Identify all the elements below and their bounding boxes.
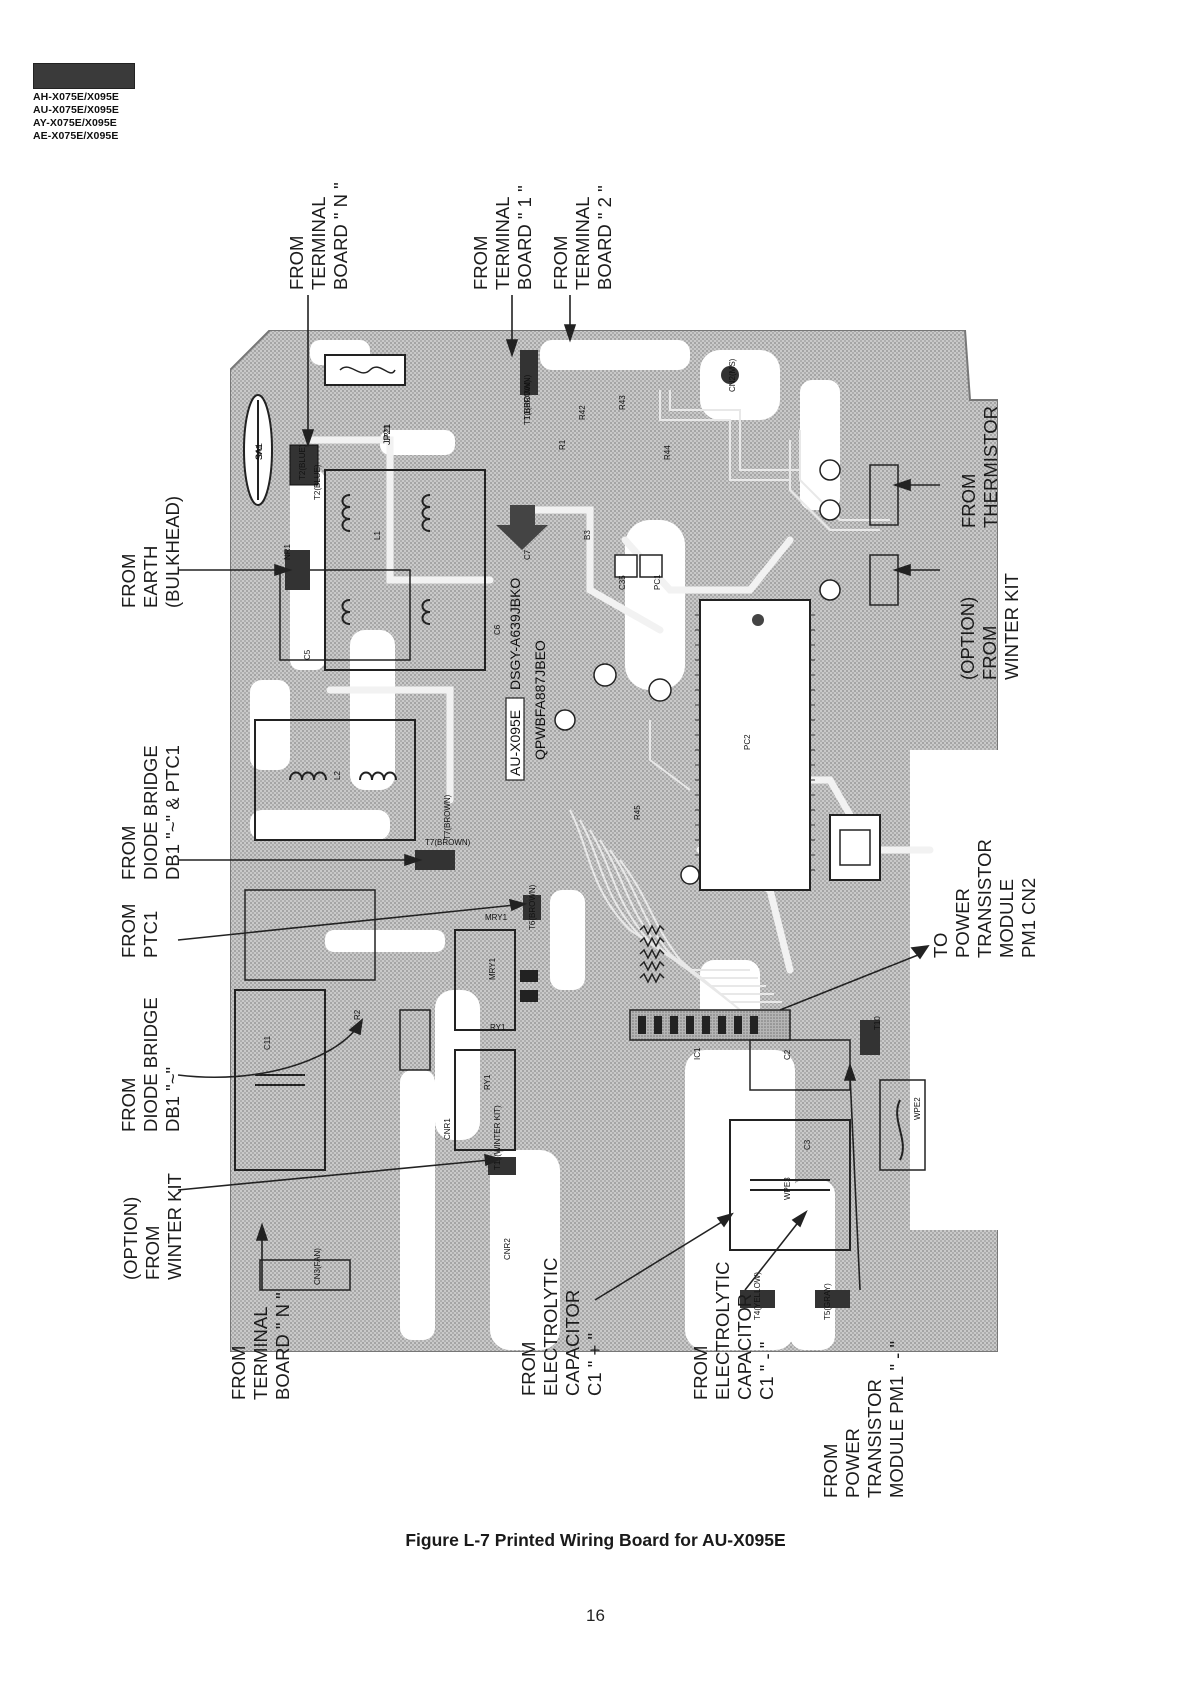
component-label: PC2 [743, 734, 752, 750]
component-label: B3 [583, 530, 592, 540]
callout-option-winter-kit-left: (OPTION) FROM WINTER KIT [120, 1173, 185, 1280]
pcb-drawing: SA1 T2(BLUE) T1(BROWN) JP21 [230, 330, 998, 1352]
callout-ptc1: FROM PTC1 [118, 903, 161, 958]
component-label: C2 [783, 1049, 792, 1060]
header-bar [33, 63, 135, 89]
component-label: MRY1 [488, 957, 497, 980]
component-label: CNR2 [503, 1238, 512, 1260]
callout-terminal-2: FROM TERMINAL BOARD " 2 " [550, 185, 615, 290]
component-label: C3 [803, 1139, 812, 1150]
component-label: CNR1 [443, 1118, 452, 1140]
component-label: WPE2 [913, 1097, 922, 1120]
component-label: C7 [523, 549, 532, 560]
printed-wiring-board: SA1 T2(BLUE) T1(BROWN) JP21 [230, 330, 998, 1352]
component-label: T4(YELLOW) [753, 1272, 762, 1320]
callout-terminal-n-bottom: FROM TERMINAL BOARD " N " [228, 1292, 293, 1400]
component-label: CN2(MS) [728, 358, 737, 392]
component-label: C5 [303, 649, 312, 660]
component-label: L1 [373, 531, 382, 540]
component-label: T2(BLUE) [298, 444, 307, 480]
callout-to-power-transistor: TO POWER TRANSISTOR MODULE PM1 CN2 [930, 839, 1039, 958]
component-label: R42 [578, 405, 587, 420]
component-label: SA1 [255, 444, 264, 460]
svg-text:T7(BROWN): T7(BROWN) [425, 838, 471, 847]
component-label: L2 [333, 771, 342, 780]
model-header: AH-X075E/X095E AU-X075E/X095E AY-X075E/X… [33, 63, 138, 143]
model-line: AU-X075E/X095E [33, 104, 120, 116]
svg-text:RY1: RY1 [490, 1023, 506, 1032]
callout-capacitor-minus: FROM ELECTROLYTIC CAPACITOR C1 " - " [690, 1261, 777, 1400]
callout-earth: FROM EARTH (BULKHEAD) [118, 495, 183, 608]
callout-power-transistor-minus: FROM POWER TRANSISTOR MODULE PM1 " - " [820, 1340, 907, 1498]
svg-text:SA1: SA1 [254, 443, 264, 460]
component-label: T11(WINTER KIT) [493, 1105, 502, 1170]
callout-diode-bridge-ptc: FROM DIODE BRIDGE DB1 "~" & PTC1 [118, 745, 183, 880]
page-number: 16 [586, 1606, 605, 1625]
model-line: AY-X075E/X095E [33, 117, 117, 129]
component-label: R43 [618, 395, 627, 410]
component-label: R44 [663, 445, 672, 460]
component-label: T6(BROWN) [528, 884, 537, 930]
board-part-label: DSGY-A639JBKO [507, 578, 523, 690]
figure-caption: Figure L-7 Printed Wiring Board for AU-X… [405, 1530, 786, 1550]
model-line: AH-X075E/X095E [33, 91, 120, 103]
callout-option-winter-kit-right: (OPTION) FROM WINTER KIT [957, 573, 1022, 680]
component-label: R45 [633, 805, 642, 820]
component-label: JP21 [383, 423, 392, 442]
callout-diode-bridge: FROM DIODE BRIDGE DB1 "~" [118, 997, 183, 1132]
callout-thermistor: FROM THERMISTOR [958, 406, 1001, 528]
component-label: C11 [263, 1035, 272, 1050]
callout-terminal-n-top: FROM TERMINAL BOARD " N " [286, 182, 351, 290]
component-label: R1 [558, 439, 567, 450]
component-label: PC1 [653, 574, 662, 590]
svg-text:JP21: JP21 [382, 424, 392, 445]
component-label: NR1 [283, 543, 292, 560]
component-label: IC1 [693, 1047, 702, 1060]
component-label: RY1 [483, 1074, 492, 1090]
component-label: WPE3 [783, 1177, 792, 1200]
board-part-label: QPWBFA887JBEO [532, 640, 548, 760]
component-label: C6 [493, 624, 502, 635]
svg-text:T2(BLUE): T2(BLUE) [313, 464, 322, 500]
callout-capacitor-plus: FROM ELECTROLYTIC CAPACITOR C1 " + " [518, 1257, 605, 1396]
callout-terminal-1: FROM TERMINAL BOARD " 1 " [470, 185, 535, 290]
model-line: AE-X075E/X095E [33, 130, 119, 142]
component-label: T1(BROWN) [523, 374, 532, 420]
component-label: CN3(FAN) [313, 1248, 322, 1285]
component-label: C35 [618, 575, 627, 590]
component-label: R2 [353, 1009, 362, 1020]
svg-text:T1(BROWN): T1(BROWN) [523, 379, 532, 425]
component-label: T5(GRAY) [823, 1283, 832, 1320]
svg-text:MRY1: MRY1 [485, 913, 508, 922]
component-label: T10 [873, 1016, 882, 1030]
board-model-label: AU-X095E [507, 710, 523, 776]
component-label: T7(BROWN) [443, 794, 452, 840]
